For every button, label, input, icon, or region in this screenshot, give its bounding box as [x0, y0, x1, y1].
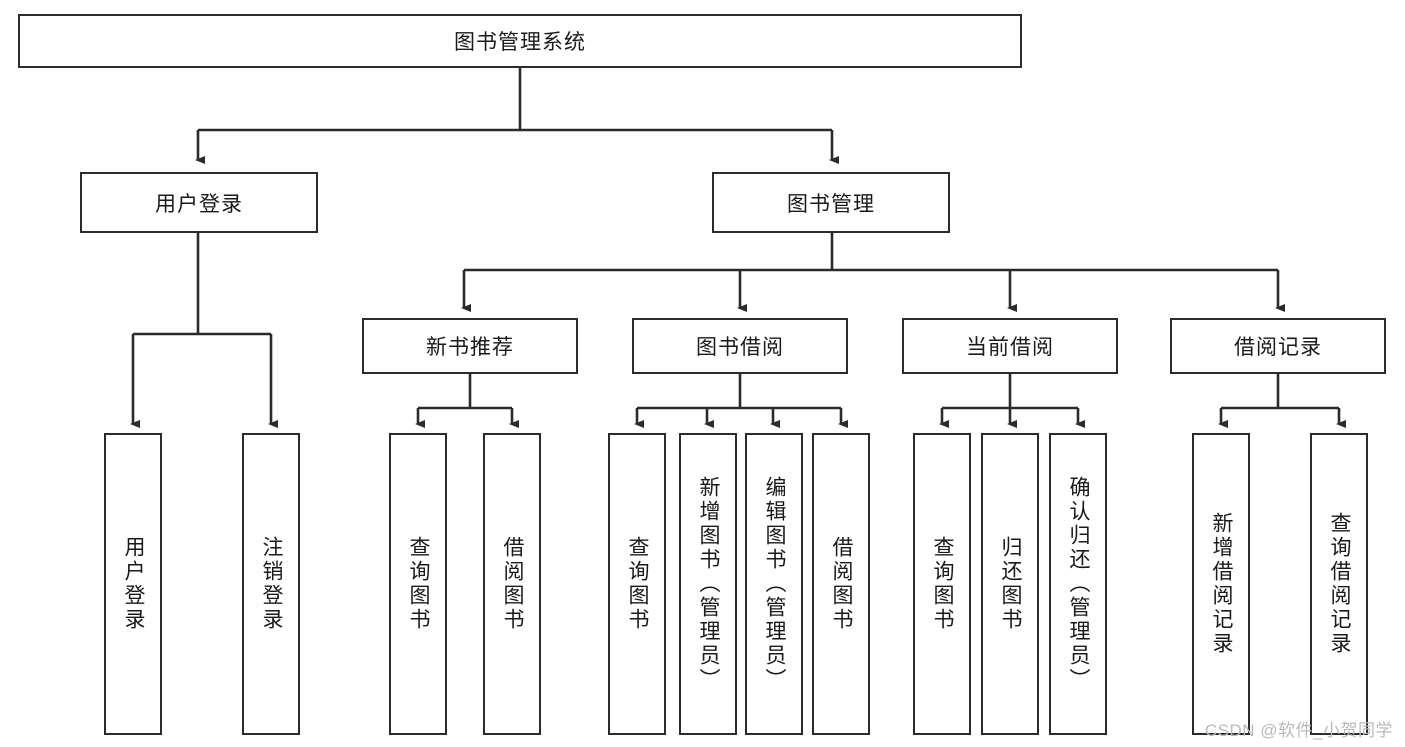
node-leaf-user-login[interactable]: 用户登录	[104, 433, 162, 735]
node-user-login[interactable]: 用户登录	[80, 172, 318, 233]
node-root-label: 图书管理系统	[454, 31, 586, 54]
node-leaf-borrow-query-book-label: 查询图书	[626, 536, 650, 632]
node-borrow-record-label: 借阅记录	[1234, 336, 1322, 359]
node-leaf-logout[interactable]: 注销登录	[242, 433, 300, 735]
node-leaf-return-book-label: 归还图书	[999, 536, 1023, 632]
node-leaf-user-login-label: 用户登录	[122, 536, 146, 632]
node-leaf-recommend-borrow-book[interactable]: 借阅图书	[483, 433, 541, 735]
node-leaf-query-borrow-record[interactable]: 查询借阅记录	[1310, 433, 1368, 735]
node-book-borrow[interactable]: 图书借阅	[632, 318, 848, 374]
node-leaf-borrow-book-label: 借阅图书	[830, 536, 854, 632]
watermark: CSDN @软件_小贺同学	[1204, 721, 1393, 740]
node-leaf-add-borrow-record-label: 新增借阅记录	[1210, 512, 1234, 656]
node-current-borrow[interactable]: 当前借阅	[902, 318, 1118, 374]
node-leaf-add-borrow-record[interactable]: 新增借阅记录	[1192, 433, 1250, 735]
node-leaf-borrow-book[interactable]: 借阅图书	[812, 433, 870, 735]
node-user-login-label: 用户登录	[155, 192, 243, 216]
node-leaf-current-query-book[interactable]: 查询图书	[913, 433, 971, 735]
node-leaf-logout-label: 注销登录	[260, 536, 284, 632]
node-leaf-edit-book-admin[interactable]: 编辑图书（管理员）	[745, 433, 803, 735]
node-leaf-query-borrow-record-label: 查询借阅记录	[1328, 512, 1352, 656]
node-new-book-recommend-label: 新书推荐	[426, 336, 514, 359]
node-leaf-edit-book-admin-label: 编辑图书（管理员）	[763, 476, 787, 692]
node-book-manage-label: 图书管理	[787, 192, 875, 216]
node-borrow-record[interactable]: 借阅记录	[1170, 318, 1386, 374]
node-current-borrow-label: 当前借阅	[966, 336, 1054, 359]
node-leaf-borrow-query-book[interactable]: 查询图书	[608, 433, 666, 735]
node-leaf-confirm-return-admin[interactable]: 确认归还（管理员）	[1049, 433, 1107, 735]
node-leaf-add-book-admin-label: 新增图书（管理员）	[697, 476, 721, 692]
node-leaf-current-query-book-label: 查询图书	[931, 536, 955, 632]
node-book-manage[interactable]: 图书管理	[712, 172, 950, 233]
node-leaf-confirm-return-admin-label: 确认归还（管理员）	[1067, 476, 1091, 692]
node-leaf-add-book-admin[interactable]: 新增图书（管理员）	[679, 433, 737, 735]
node-book-borrow-label: 图书借阅	[696, 336, 784, 359]
node-leaf-recommend-query-book[interactable]: 查询图书	[389, 433, 447, 735]
node-leaf-return-book[interactable]: 归还图书	[981, 433, 1039, 735]
node-root[interactable]: 图书管理系统	[18, 14, 1022, 68]
node-leaf-recommend-query-book-label: 查询图书	[407, 536, 431, 632]
node-leaf-recommend-borrow-book-label: 借阅图书	[501, 536, 525, 632]
node-new-book-recommend[interactable]: 新书推荐	[362, 318, 578, 374]
